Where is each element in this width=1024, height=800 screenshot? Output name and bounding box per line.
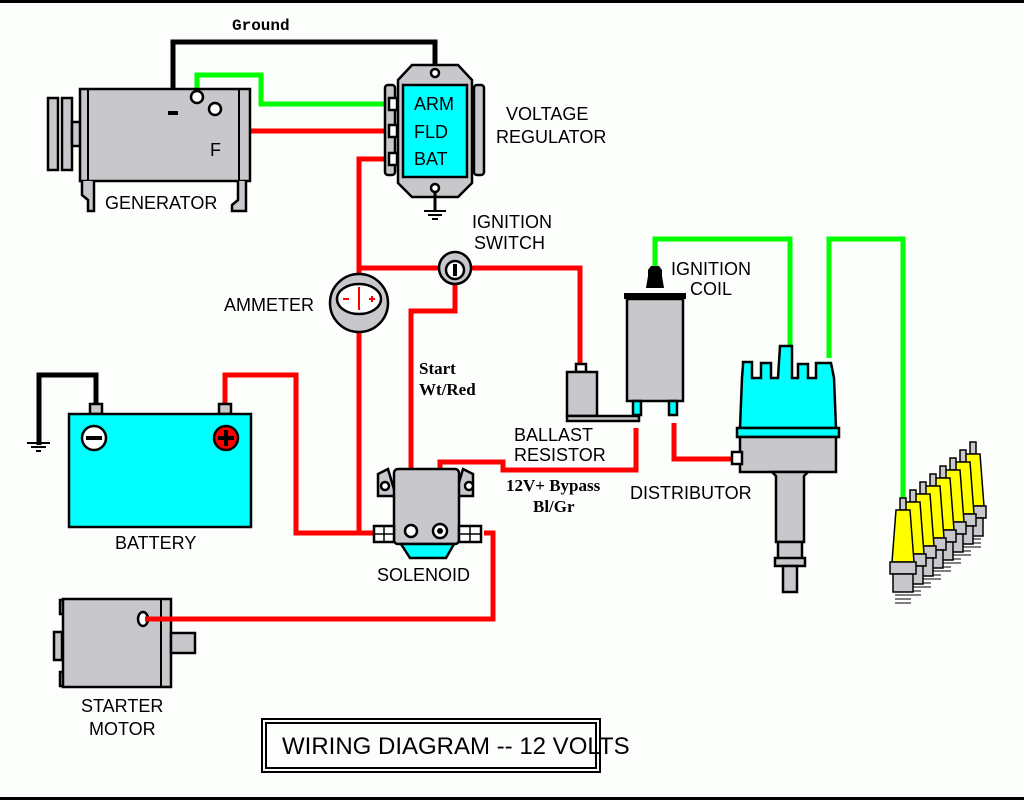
plug-wire	[826, 236, 906, 500]
ballast-label-line1: BALLAST	[514, 425, 593, 445]
bypass-wire-label-line1: 12V+ Bypass	[506, 476, 601, 495]
battery-ground-wire	[36, 372, 99, 445]
ballast-resistor[interactable]: BALLAST RESISTOR	[514, 362, 641, 465]
distributor-label: DISTRIBUTOR	[630, 483, 752, 503]
bypass-wire-label-line2: Bl/Gr	[533, 497, 575, 516]
bat-wire	[356, 156, 390, 278]
ignition-switch-label-line2: SWITCH	[474, 233, 545, 253]
regulator-label-line1: VOLTAGE	[506, 104, 588, 124]
title-box: WIRING DIAGRAM -- 12 VOLTS	[261, 718, 630, 773]
voltage-regulator[interactable]: ARM FLD BAT VOLTAGE REGULATOR	[383, 63, 606, 220]
ignition-coil[interactable]: IGNITION COIL	[624, 259, 751, 417]
ammeter-label: AMMETER	[224, 295, 314, 315]
arm-wire	[194, 72, 390, 107]
generator[interactable]: F GENERATOR	[46, 87, 252, 213]
regulator-bat-label: BAT	[414, 149, 448, 169]
ground-wire-label: Ground	[232, 17, 290, 35]
switch-to-ballast-wire	[472, 265, 583, 368]
battery-label: BATTERY	[115, 533, 196, 553]
bottom-border	[0, 797, 1024, 800]
wires	[36, 39, 906, 622]
regulator-label-line2: REGULATOR	[496, 127, 606, 147]
start-wire	[408, 284, 458, 520]
ammeter[interactable]: AMMETER	[224, 272, 390, 334]
regulator-fld-label: FLD	[414, 122, 448, 142]
battery[interactable]: BATTERY	[27, 402, 253, 553]
starter-wire	[192, 530, 496, 622]
distributor[interactable]: DISTRIBUTOR	[630, 344, 841, 594]
spark-plug	[889, 497, 917, 604]
generator-label: GENERATOR	[105, 193, 217, 213]
top-border	[0, 0, 1024, 3]
ground-wire-gen-reg	[170, 39, 438, 112]
ballast-label-line2: RESISTOR	[514, 445, 606, 465]
ignition-coil-label-line1: IGNITION	[671, 259, 751, 279]
coil-ht-wire	[652, 236, 793, 345]
battery-positive-wire	[222, 372, 376, 536]
generator-f-terminal-label: F	[210, 140, 221, 160]
spark-plugs[interactable]	[889, 441, 987, 604]
start-wire-label-line1: Start	[419, 359, 456, 378]
ignition-switch[interactable]: IGNITION SWITCH	[437, 212, 552, 286]
regulator-arm-label: ARM	[414, 94, 454, 114]
solenoid[interactable]: SOLENOID	[372, 467, 483, 585]
starter-label-line2: MOTOR	[89, 719, 156, 739]
ignition-switch-label-line1: IGNITION	[472, 212, 552, 232]
ignition-coil-label-line2: COIL	[690, 279, 732, 299]
diagram-title: WIRING DIAGRAM -- 12 VOLTS	[282, 733, 630, 760]
start-wire-label-line2: Wt/Red	[419, 380, 476, 399]
solenoid-label: SOLENOID	[377, 565, 470, 585]
starter-label-line1: STARTER	[81, 696, 163, 716]
coil-to-distributor-wire	[671, 423, 736, 462]
